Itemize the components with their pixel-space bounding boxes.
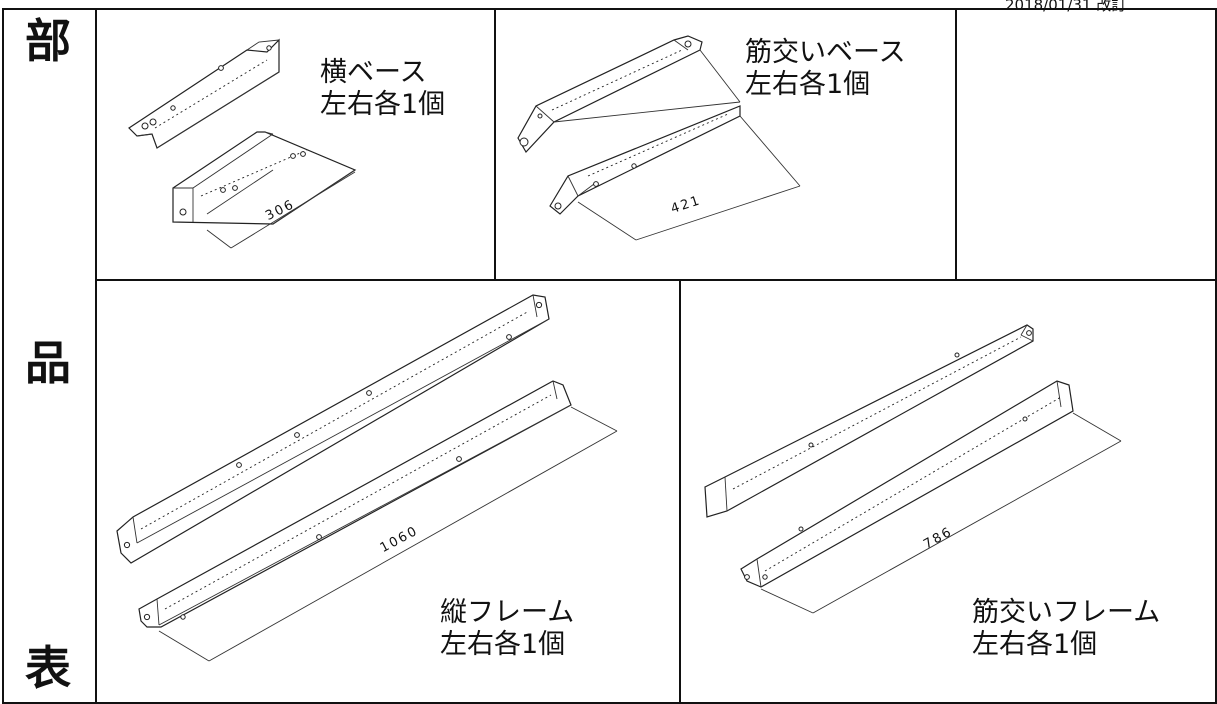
part-1-label: 横ベース 左右各1個 [320, 57, 445, 121]
part-2-name: 筋交いベース [745, 37, 906, 68]
part-1-qty: 左右各1個 [320, 89, 446, 120]
part-4-label: 筋交いフレーム 左右各1個 [972, 597, 1160, 661]
title-char-3: 表 [25, 641, 71, 695]
part-3-name: 縦フレーム [440, 597, 575, 628]
parts-table-frame [2, 8, 1217, 704]
title-char-2: 品 [25, 336, 71, 390]
title-char-1: 部 [25, 14, 71, 68]
part-2-label: 筋交いベース 左右各1個 [745, 37, 906, 101]
revision-date: 2018/01/31 改訂 [1005, 0, 1127, 14]
part-illustration-horizontal-base: 306 [128, 38, 357, 249]
part-4-name: 筋交いフレーム [972, 597, 1161, 628]
part-illustration-brace-base: 421 [517, 35, 801, 241]
part-illustration-brace-frame: 786 [704, 324, 1122, 614]
dimension-306: 306 [263, 197, 297, 224]
part-3-label: 縦フレーム 左右各1個 [440, 597, 574, 661]
part-3-qty: 左右各1個 [440, 629, 566, 660]
dimension-786: 786 [921, 524, 955, 552]
part-2-qty: 左右各1個 [745, 69, 871, 100]
part-4-qty: 左右各1個 [972, 629, 1098, 660]
dimension-1060: 1060 [378, 524, 421, 557]
part-1-name: 横ベース [320, 57, 427, 88]
dimension-421: 421 [669, 193, 703, 217]
part-illustration-vertical-frame: 1060 [116, 294, 618, 662]
